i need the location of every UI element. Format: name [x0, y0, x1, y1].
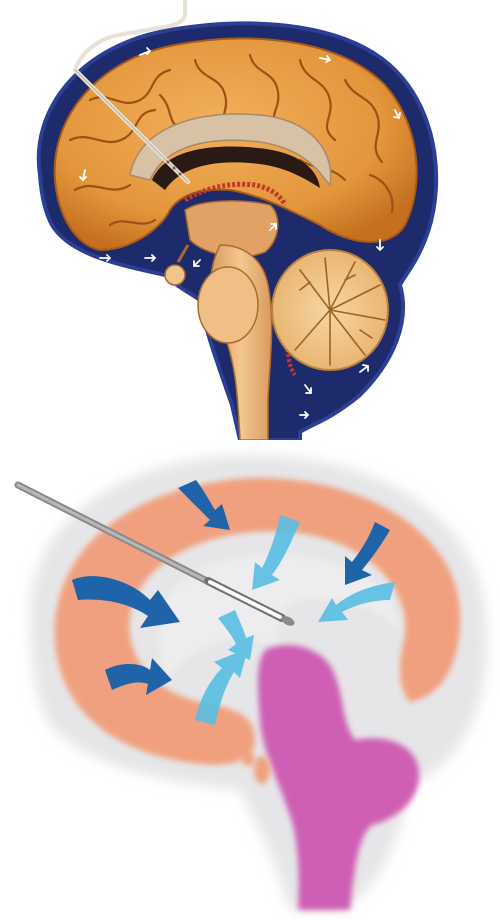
schematic-brain-illustration	[0, 440, 500, 920]
schematic-brain-panel	[0, 440, 500, 920]
pons	[198, 267, 258, 343]
anatomical-brain-illustration	[0, 0, 500, 440]
anatomical-brain-panel	[0, 0, 500, 440]
pituitary	[165, 265, 185, 285]
